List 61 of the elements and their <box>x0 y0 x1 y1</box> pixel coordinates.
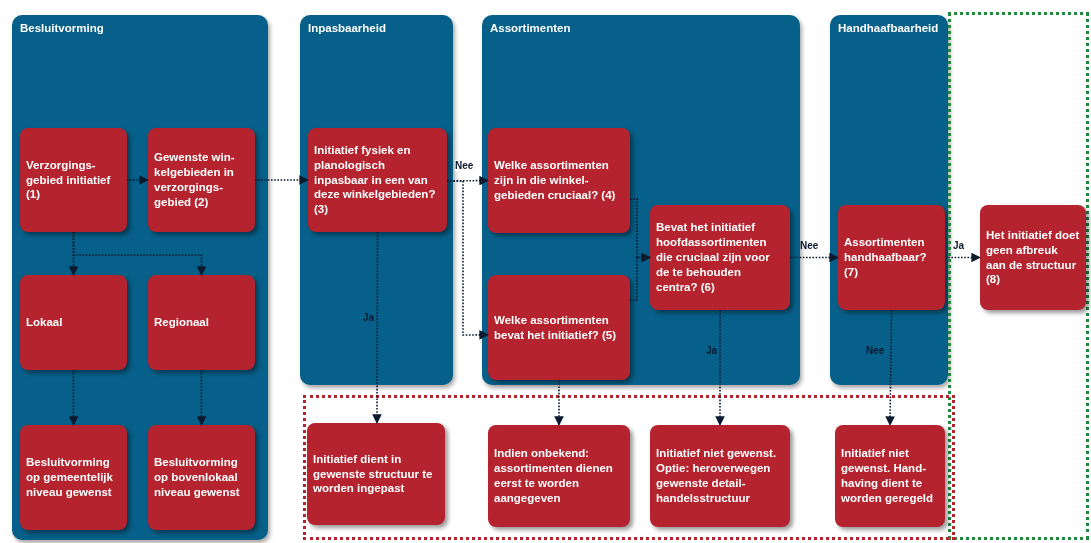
step-text: Initiatief dient in gewenste structuur te worden ingepast <box>313 451 434 497</box>
step-text: Initiatief niet gewenst. Optie: heroverwegen gewenste detail- handelsstructuur <box>656 446 778 506</box>
edge-label: Ja <box>363 312 375 323</box>
step-text: Indien onbekend: assortimenten dienen eerst te worden aangegeven <box>494 446 614 506</box>
step-text: Bevat het initiatief hoofdassortimenten die cruciaal zijn voor de te behouden centra? (6) <box>656 220 771 295</box>
arrow <box>944 252 981 263</box>
panel-heading: Besluitvorming <box>20 22 104 34</box>
step-text: Regionaal <box>154 315 209 330</box>
dotted-outline-box <box>948 12 1089 540</box>
arrow <box>126 175 149 185</box>
arrow <box>72 231 207 276</box>
step-box <box>20 128 127 232</box>
step-text: Initiatief fysiek en planologisch inpasbaar in een van deze winkelgebieden? (3) <box>314 142 437 218</box>
panel-heading: Inpasbaarheid <box>308 22 386 34</box>
step-box <box>307 423 445 525</box>
step-box <box>980 205 1086 310</box>
arrow <box>629 252 651 301</box>
arrow <box>196 369 207 426</box>
edge-label: Ja <box>706 345 718 356</box>
arrow <box>715 309 725 426</box>
phase-panel <box>12 15 268 540</box>
step-box <box>148 128 255 232</box>
step-box <box>308 128 447 232</box>
step-box <box>488 275 630 380</box>
edge-label: Nee <box>800 240 819 251</box>
edge-label: Ja <box>953 240 965 251</box>
step-text: Besluitvorming op gemeentelijk niveau gewenst <box>26 455 114 500</box>
step-text: Initiatief niet gewenst. Hand- having dient te worden geregeld <box>841 446 935 506</box>
step-box <box>148 275 255 370</box>
step-text: Welke assortimenten bevat het initiatief? (5) <box>494 312 618 343</box>
step-box <box>488 425 630 527</box>
step-text: Verzorgings- gebied initiatief (1) <box>26 157 112 203</box>
dotted-outline-box <box>303 395 955 540</box>
step-box <box>650 205 790 310</box>
step-box <box>148 425 255 530</box>
panel-heading: Assortimenten <box>490 22 571 34</box>
step-box <box>650 425 790 527</box>
arrow <box>372 231 382 424</box>
edge-label: Nee <box>866 345 885 356</box>
arrow <box>554 379 564 426</box>
step-text: Gewenste win- kelgebieden in verzorgings- gebied (2) <box>154 150 236 210</box>
step-text: Het initiatief doet geen afbreuk aan de structuur (8) <box>986 227 1080 288</box>
arrow <box>446 180 489 340</box>
step-box <box>20 275 127 370</box>
arrow <box>68 369 79 426</box>
arrow <box>885 309 895 426</box>
step-box <box>838 205 945 310</box>
step-text: Assortimenten handhaafbaar? (7) <box>844 235 928 280</box>
phase-panel <box>482 15 800 385</box>
arrow <box>254 175 309 185</box>
step-box <box>20 425 127 530</box>
phase-panel <box>830 15 948 385</box>
step-text: Welke assortimenten zijn in die winkel- gebieden cruciaal? (4) <box>494 158 617 203</box>
step-text: Lokaal <box>26 315 63 330</box>
phase-panel <box>300 15 453 385</box>
edge-label: Nee <box>455 160 474 171</box>
step-text: Besluitvorming op bovenlokaal niveau gewenst <box>154 455 241 500</box>
arrow <box>789 252 839 263</box>
panel-heading: Handhaafbaarheid <box>838 22 939 34</box>
step-box <box>835 425 945 527</box>
step-box <box>488 128 630 233</box>
